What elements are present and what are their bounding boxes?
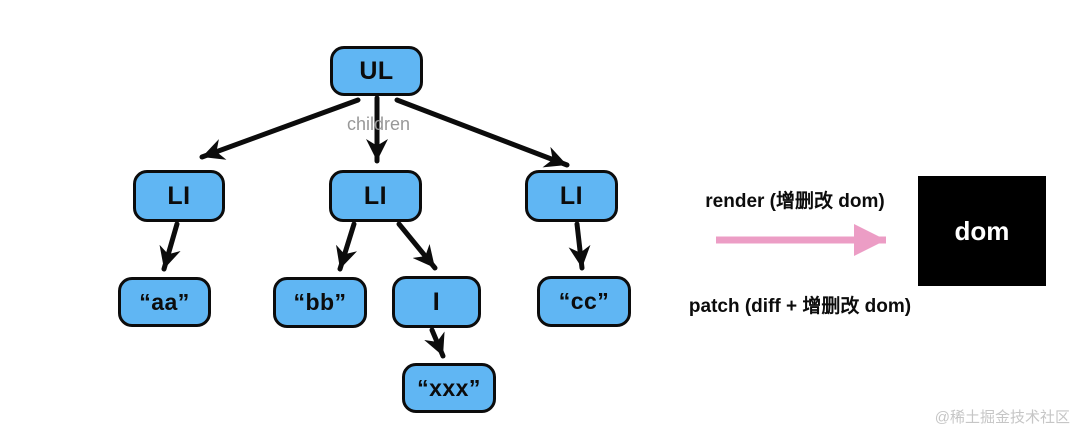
edge-li-left-aa — [159, 221, 181, 272]
edge-li-mid-bb — [336, 221, 358, 272]
tree-node-i: I — [392, 276, 481, 328]
tree-node-text-cc: “cc” — [537, 276, 631, 327]
tree-node-ul: UL — [330, 46, 423, 96]
edge-li-mid-i — [396, 221, 438, 271]
tree-node-li-left: LI — [133, 170, 225, 222]
edge-li-right-cc — [568, 221, 591, 271]
tree-node-text-bb: “bb” — [273, 277, 367, 328]
edge-ul-li-right — [394, 97, 570, 168]
dom-box: dom — [918, 176, 1046, 286]
tree-node-li-mid: LI — [329, 170, 422, 222]
tree-node-li-right: LI — [525, 170, 618, 222]
tree-node-text-aa: “aa” — [118, 277, 211, 327]
tree-node-text-xxx: “xxx” — [402, 363, 496, 413]
watermark: @稀土掘金技术社区 — [934, 409, 1070, 426]
edge-ul-li-left — [199, 97, 361, 160]
children-edge-label: children — [347, 114, 411, 134]
patch-label: patch (diff + 增删改 dom) — [688, 296, 912, 317]
edge-i-xxx — [424, 327, 446, 359]
render-label: render (增删改 dom) — [705, 191, 885, 212]
